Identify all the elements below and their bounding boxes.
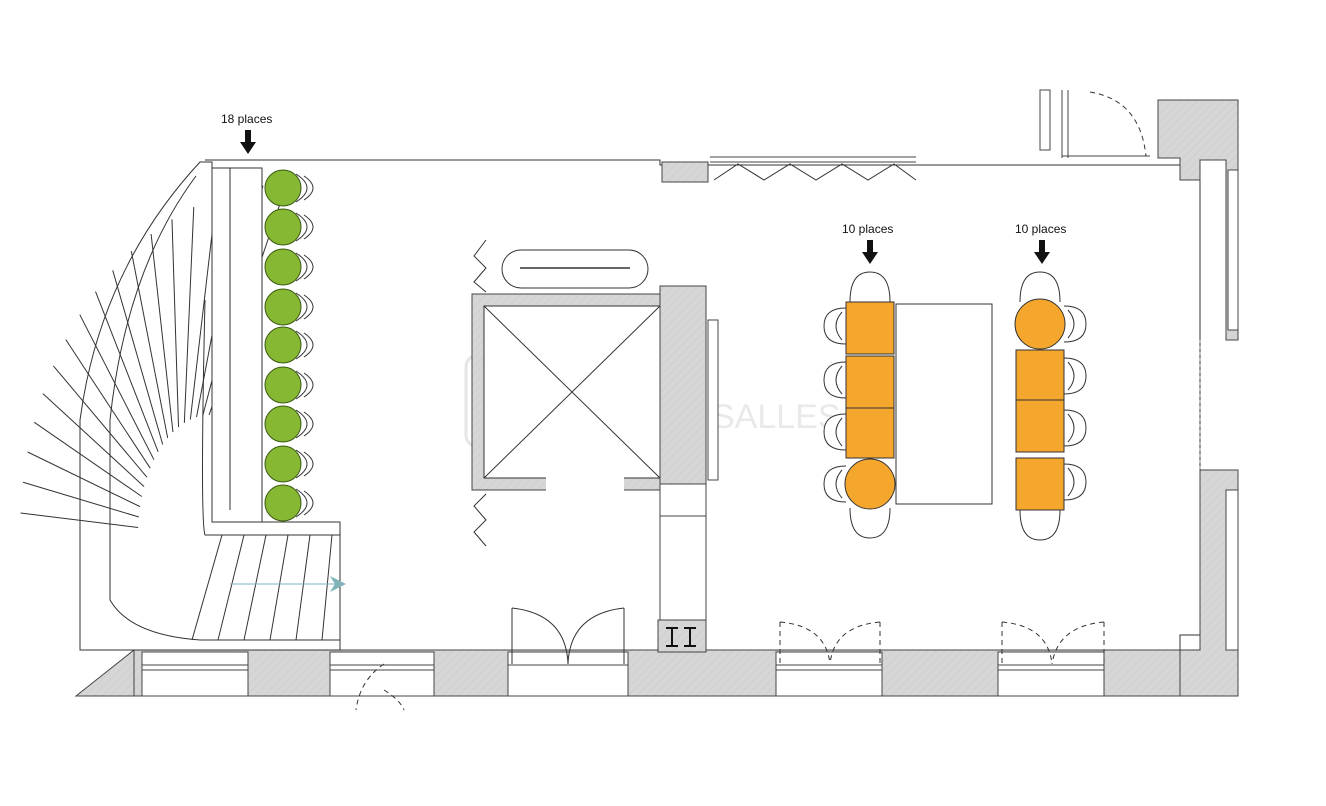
stool-chair-back xyxy=(303,214,314,240)
stair-step xyxy=(22,481,139,518)
bar-stool xyxy=(264,484,302,522)
stair-step xyxy=(217,534,245,641)
wall-right-upper xyxy=(1157,99,1239,341)
stair-step xyxy=(27,451,141,508)
bar-stool xyxy=(264,405,302,443)
stool-chair-back xyxy=(303,175,314,201)
stool-chair-back xyxy=(303,254,314,280)
bar-down-arrow-icon xyxy=(240,130,256,154)
stair-step xyxy=(79,314,155,460)
chair xyxy=(1063,463,1087,501)
chair xyxy=(823,307,847,345)
bar-stool xyxy=(264,445,302,483)
building-walls xyxy=(74,89,1239,697)
stool-chair-back xyxy=(303,294,314,320)
stair-step xyxy=(321,534,333,641)
chair-back xyxy=(1067,309,1075,339)
stair-step xyxy=(95,291,159,452)
wall-bottom-left xyxy=(74,648,135,697)
chair xyxy=(1063,357,1087,395)
wall-block-top xyxy=(661,161,709,183)
stair-step xyxy=(33,421,143,497)
table-group-1 xyxy=(823,271,993,539)
stool-chair-back xyxy=(303,332,314,358)
table-1-chairs xyxy=(823,271,891,539)
table-seat xyxy=(845,355,895,409)
right-window-upper xyxy=(1227,169,1239,331)
stair-step xyxy=(150,233,174,433)
stair-step xyxy=(53,365,148,478)
table-seat-round xyxy=(1014,298,1066,350)
table-group-2 xyxy=(1014,271,1087,541)
chair xyxy=(849,507,891,539)
bar-stool xyxy=(264,326,302,364)
table-2-capacity-label: 10 places xyxy=(1015,222,1066,236)
stool-chair-back xyxy=(303,411,314,437)
stool-chair-back xyxy=(303,451,314,477)
stair-step xyxy=(20,512,139,528)
stool-chair-back xyxy=(303,490,314,516)
stair-step xyxy=(191,534,223,641)
stair-step xyxy=(112,270,164,445)
table-1-down-arrow-icon xyxy=(862,240,878,264)
chair-back xyxy=(835,417,843,447)
stool-chair-back xyxy=(303,372,314,398)
table-seat xyxy=(845,301,895,355)
table-seat-round xyxy=(844,458,896,510)
chair-back xyxy=(835,365,843,395)
stair-step xyxy=(171,219,180,428)
stair-step xyxy=(269,534,289,641)
chair-back xyxy=(835,469,843,499)
watermark-brand-sub: SALLES xyxy=(712,398,841,436)
stair-step xyxy=(295,534,311,641)
table-seat xyxy=(1015,399,1065,453)
table-seat xyxy=(1015,457,1065,511)
chair-back xyxy=(1067,361,1075,391)
stair-direction-arrow xyxy=(330,576,346,592)
elevator-cross-2 xyxy=(483,305,661,479)
room-outline xyxy=(80,159,1201,651)
chair xyxy=(823,413,847,451)
bar-stool xyxy=(264,288,302,326)
chair xyxy=(1063,409,1087,447)
table-1-capacity-label: 10 places xyxy=(842,222,893,236)
stair-step xyxy=(243,534,267,641)
chair xyxy=(849,271,891,303)
elevator-core xyxy=(471,239,719,653)
bar-stool xyxy=(264,169,302,207)
table-1-seats xyxy=(844,301,896,510)
folding-window-top xyxy=(710,156,917,181)
table-2-seats xyxy=(1014,298,1066,511)
stair-step xyxy=(130,250,169,439)
bar-stool xyxy=(264,366,302,404)
doors xyxy=(355,607,1105,711)
bar-stool xyxy=(264,248,302,286)
chair-back xyxy=(1067,413,1075,443)
bar-counter xyxy=(211,167,263,523)
chair xyxy=(823,361,847,399)
table-seat xyxy=(845,407,895,459)
right-window-lower xyxy=(1225,489,1239,651)
bar-capacity-label: 18 places xyxy=(221,112,272,126)
chair xyxy=(823,465,847,503)
table-seat xyxy=(1015,349,1065,401)
table-2-down-arrow-icon xyxy=(1034,240,1050,264)
chair-back xyxy=(1067,467,1075,497)
bar-stool xyxy=(264,208,302,246)
chair-back xyxy=(835,311,843,341)
chair xyxy=(1019,509,1061,541)
bar-stools xyxy=(264,169,314,522)
chair xyxy=(1019,271,1061,303)
chair xyxy=(1063,305,1087,343)
stair-step xyxy=(42,393,145,488)
entrance-door-swing xyxy=(1089,91,1147,157)
stair-step xyxy=(65,339,151,469)
stair-step xyxy=(183,207,195,423)
table-2-chairs xyxy=(1019,271,1087,541)
wall-right-lower xyxy=(1179,469,1239,697)
